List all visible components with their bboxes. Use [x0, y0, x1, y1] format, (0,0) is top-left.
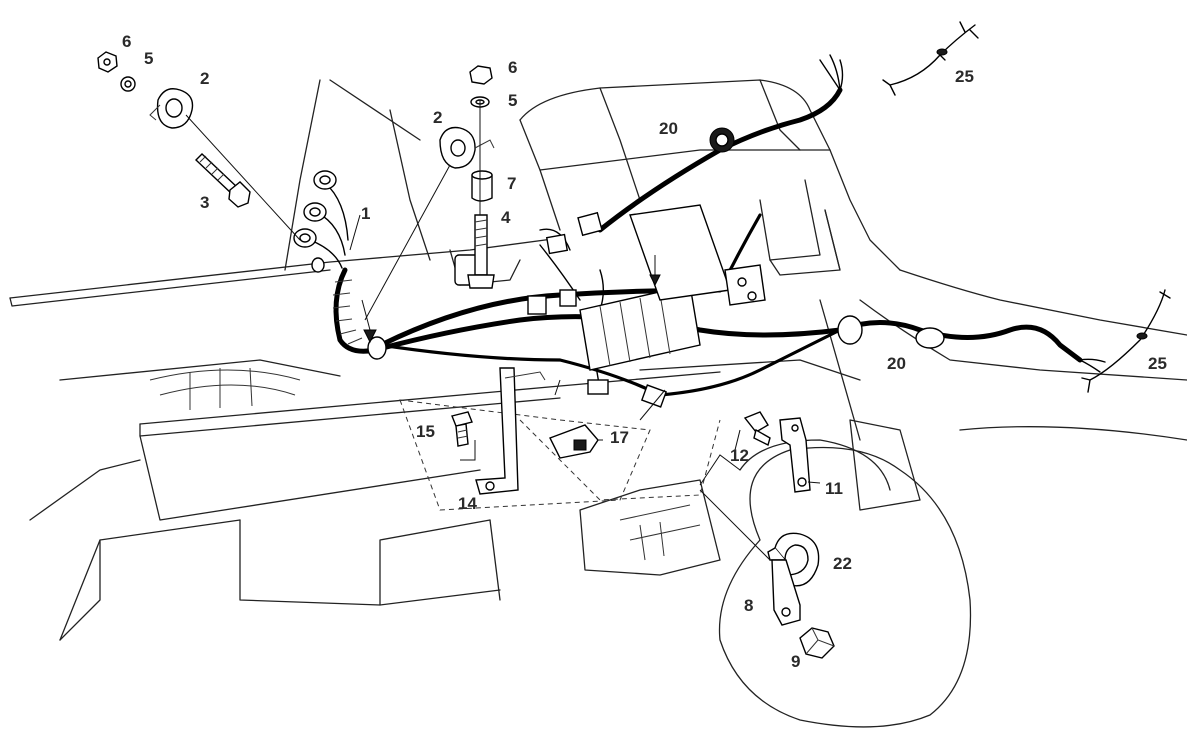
sensor-12	[743, 411, 771, 447]
callout-5-left: 5	[144, 49, 153, 68]
connector-plugs-1	[293, 170, 337, 273]
vehicle-outline	[9, 79, 1187, 728]
callout-4: 4	[501, 208, 511, 227]
bracket-11	[779, 417, 811, 493]
callout-8: 8	[744, 596, 753, 615]
connector-17	[549, 424, 599, 459]
bolt-15	[451, 411, 473, 447]
bolt-9	[799, 627, 835, 659]
callout-labels: 6 5 2 3 1 6 5 2 7 4 20 25 20 25 15 17 12…	[122, 32, 1167, 671]
leader-lines	[185, 100, 821, 561]
callout-17: 17	[610, 428, 629, 447]
callout-6-left: 6	[122, 32, 131, 51]
callout-9: 9	[791, 652, 800, 671]
callout-6-mid: 6	[508, 58, 517, 77]
bracket-8	[771, 559, 801, 626]
relay-fuse-block	[579, 204, 766, 371]
hardware-left	[97, 51, 251, 208]
small-harness-25-right	[1081, 289, 1171, 393]
small-harness-25-top	[882, 21, 979, 96]
callout-3: 3	[200, 193, 209, 212]
callout-22: 22	[833, 554, 852, 573]
callout-14: 14	[458, 494, 477, 513]
callout-7: 7	[507, 174, 516, 193]
callout-20-top: 20	[659, 119, 678, 138]
callout-5-mid: 5	[508, 91, 517, 110]
bracket-14	[475, 367, 546, 495]
callout-2-mid: 2	[433, 108, 442, 127]
callout-25-right: 25	[1148, 354, 1167, 373]
callout-25-top: 25	[955, 67, 974, 86]
callout-11: 11	[825, 479, 843, 498]
callout-1: 1	[361, 204, 370, 223]
callout-2-left: 2	[200, 69, 209, 88]
callout-20-right: 20	[887, 354, 906, 373]
callout-15: 15	[416, 422, 435, 441]
callout-12: 12	[730, 446, 749, 465]
